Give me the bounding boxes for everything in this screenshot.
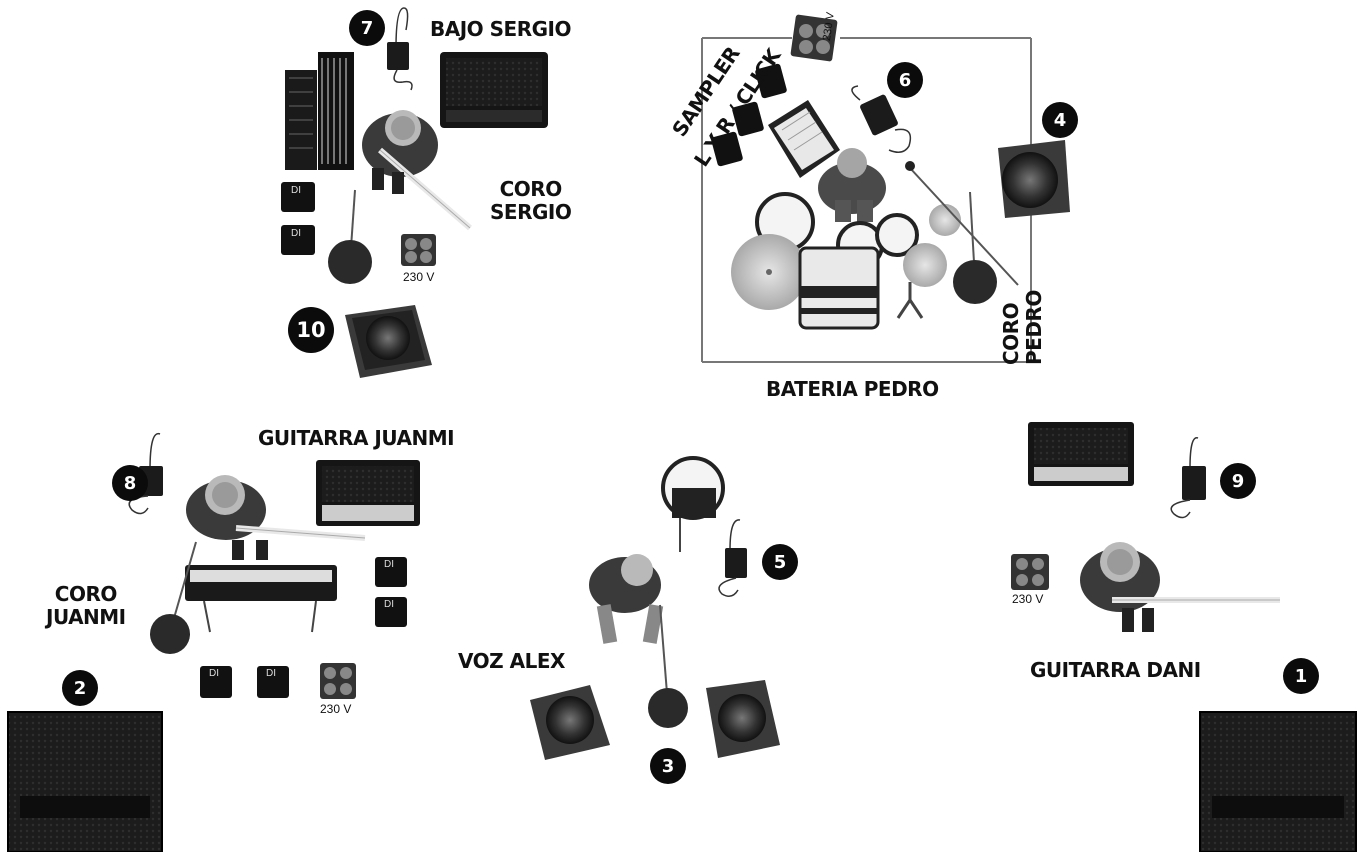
di-label: DI [291,185,301,196]
marker-2: 2 [62,670,98,706]
pa-speaker-left [7,711,163,852]
label-coro-juanmi: CORO JUANMI [46,583,126,629]
label-guitarra-dani: GUITARRA DANI [1030,658,1201,682]
monitor-wedge-3-left [530,685,610,760]
laptop [768,100,840,178]
power-strip-sergio [401,234,436,266]
monitor-wedge-3-right [706,680,780,758]
marker-6: 6 [887,62,923,98]
drummer-pedro [818,148,886,222]
drum-kit [731,192,961,330]
di-label: DI [291,228,301,239]
mic-stand-alex [648,604,688,728]
label-coro-pedro-line2: PEDRO [1022,290,1046,365]
musician-juanmi [186,475,366,560]
power-label: 230 V [320,702,352,716]
floor-tom-alex [661,456,725,552]
di-box [375,557,407,587]
label-coro-sergio-line2: SERGIO [490,200,572,224]
di-box [200,666,232,698]
iem-pack-7 [387,7,413,91]
iem-pack-9 [1170,437,1206,519]
singer-alex [589,554,664,644]
di-box [711,131,743,167]
marker-4: 4 [1042,102,1078,138]
label-coro-juanmi-line2: JUANMI [46,605,126,629]
label-bateria-pedro: BATERIA PEDRO [766,377,939,401]
label-coro-sergio-line1: CORO [499,177,563,201]
marker-10: 10 [288,307,334,353]
marker-9: 9 [1220,463,1256,499]
marker-7: 7 [349,10,385,46]
musician-dani [1080,542,1280,632]
monitor-wedge-10 [345,305,432,378]
di-box [375,597,407,627]
musician-sergio [362,110,472,231]
label-coro-sergio: CORO SERGIO [490,177,572,224]
bass-amp-sergio [440,52,548,128]
marker-8: 8 [112,465,148,501]
guitar-amp-juanmi [316,460,420,526]
iem-pack-5 [718,519,747,597]
power-label: 230 V [1012,592,1044,606]
power-label: 230 V [403,270,435,284]
marker-5: 5 [762,544,798,580]
di-box [281,182,315,212]
di-box [281,225,315,255]
di-box [732,101,764,137]
marker-3: 3 [650,748,686,784]
di-box [755,63,787,99]
mic-stand-juanmi [150,541,197,654]
power-strip-juanmi [320,663,356,699]
label-voz-alex: VOZ ALEX [458,649,565,673]
keyboard-stack [285,52,354,170]
di-label: DI [384,559,394,570]
monitor-wedge-4 [998,140,1070,218]
iem-pack-6 [851,85,912,153]
power-strip-drums [790,14,838,62]
label-coro-pedro-line1: CORO [999,302,1023,365]
pa-speaker-right [1199,711,1357,852]
label-coro-pedro: CORO PEDRO [999,290,1046,365]
keyboard-juanmi [185,565,337,633]
di-label: DI [266,668,276,679]
label-coro-juanmi-line1: CORO [54,582,118,606]
di-label: DI [209,668,219,679]
mic-stand-pedro [905,161,1019,304]
mic-stand-sergio [328,189,372,284]
marker-1: 1 [1283,658,1319,694]
di-label: DI [384,599,394,610]
label-bajo-sergio: BAJO SERGIO [430,17,571,41]
guitar-amp-dani [1028,422,1134,486]
power-strip-dani [1011,554,1049,590]
label-guitarra-juanmi: GUITARRA JUANMI [258,426,455,450]
di-box [257,666,289,698]
